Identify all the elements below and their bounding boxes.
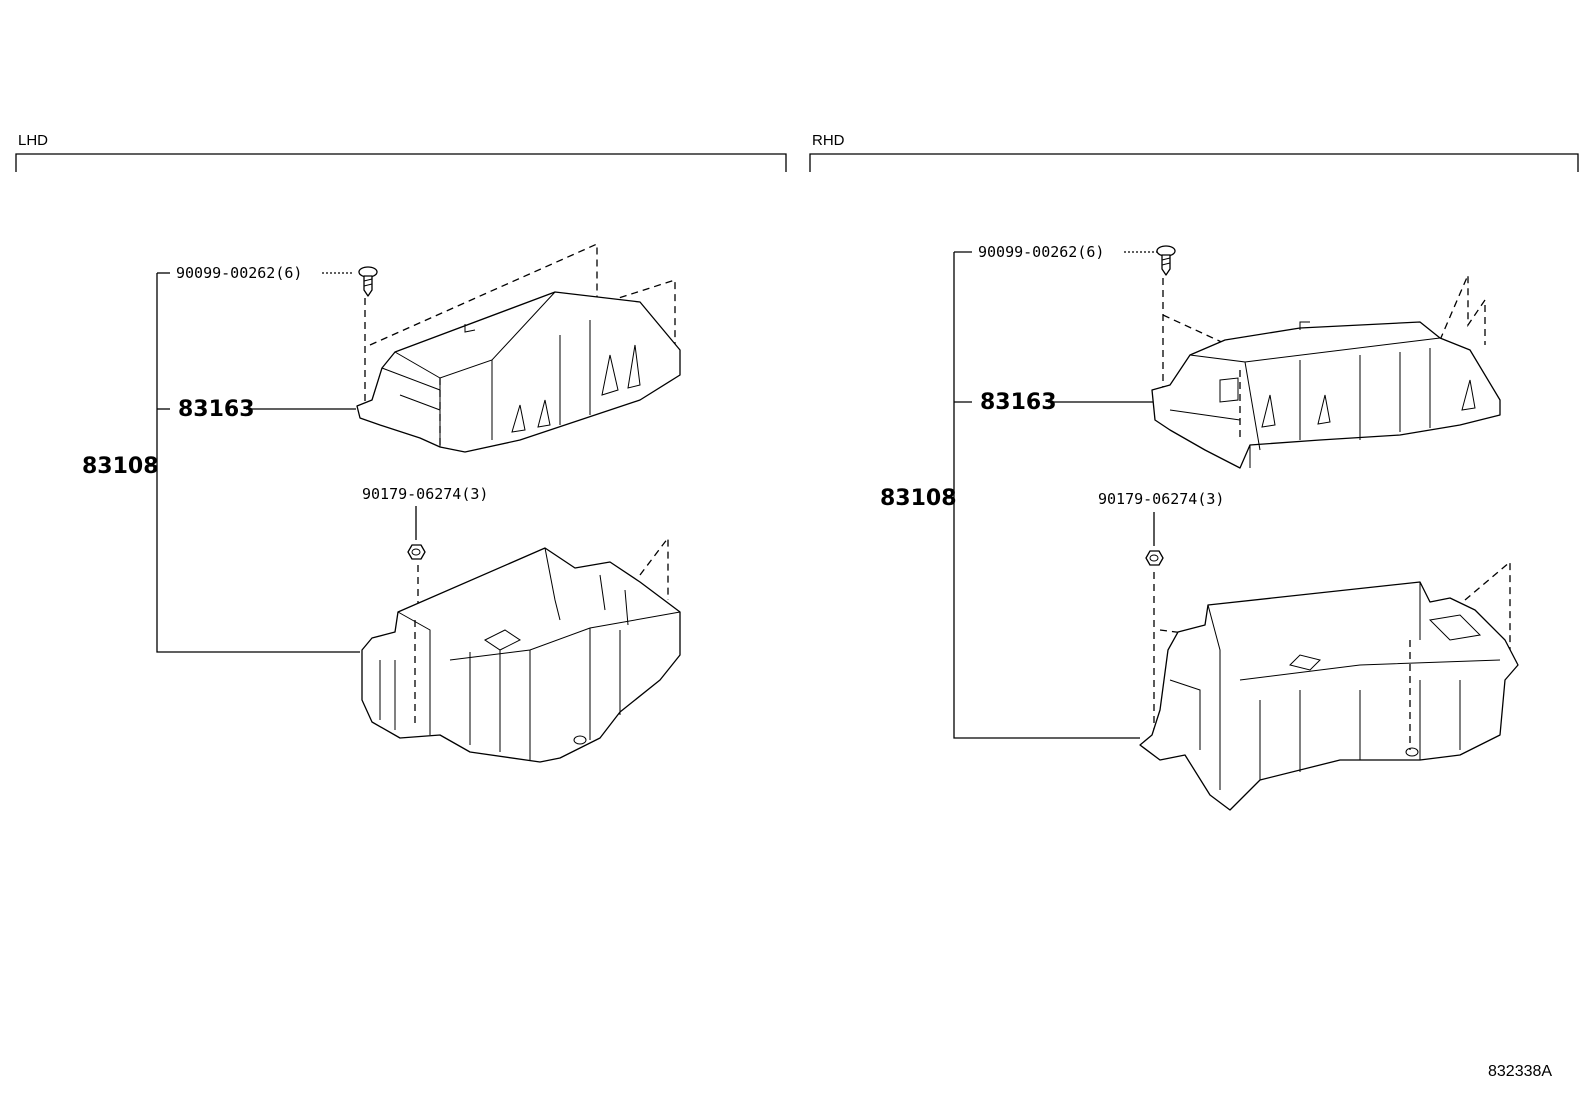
figure-id: 832338A <box>1488 1063 1552 1080</box>
rhd-cover-part-number[interactable]: 83163 <box>980 390 1057 415</box>
lhd-assembly-bracket <box>156 273 360 653</box>
lhd-nut-label[interactable]: 90179-06274(3) <box>362 485 488 503</box>
lhd-cover-part-number[interactable]: 83163 <box>178 397 255 422</box>
rhd-bracket <box>809 153 1579 172</box>
rhd-lower-case <box>1139 560 1519 811</box>
lhd-screw-icon <box>358 266 378 297</box>
rhd-section-label: RHD <box>812 132 845 149</box>
lhd-cover-screw-label[interactable]: 90099-00262(6) <box>176 264 302 282</box>
rhd-screw-icon <box>1156 245 1176 276</box>
rhd-assembly-part-number[interactable]: 83108 <box>880 486 957 511</box>
lhd-lower-case <box>361 536 681 763</box>
rhd-assembly-bracket <box>953 252 1140 739</box>
rhd-cover-screw-label[interactable]: 90099-00262(6) <box>978 243 1104 261</box>
lhd-section: LHD 90099-00262(6) 83163 83108 90179-062… <box>15 132 787 763</box>
lhd-assembly-part-number[interactable]: 83108 <box>82 454 159 479</box>
lhd-upper-cover <box>356 242 681 453</box>
rhd-nut-label[interactable]: 90179-06274(3) <box>1098 490 1224 508</box>
lhd-section-label: LHD <box>18 132 48 149</box>
rhd-upper-cover <box>1151 274 1501 469</box>
lhd-bracket <box>15 153 787 172</box>
rhd-section: RHD 90099-00262(6) 83163 83108 90179-062… <box>809 132 1579 811</box>
rhd-nut-icon <box>1145 550 1164 566</box>
lhd-nut-icon <box>407 544 426 560</box>
